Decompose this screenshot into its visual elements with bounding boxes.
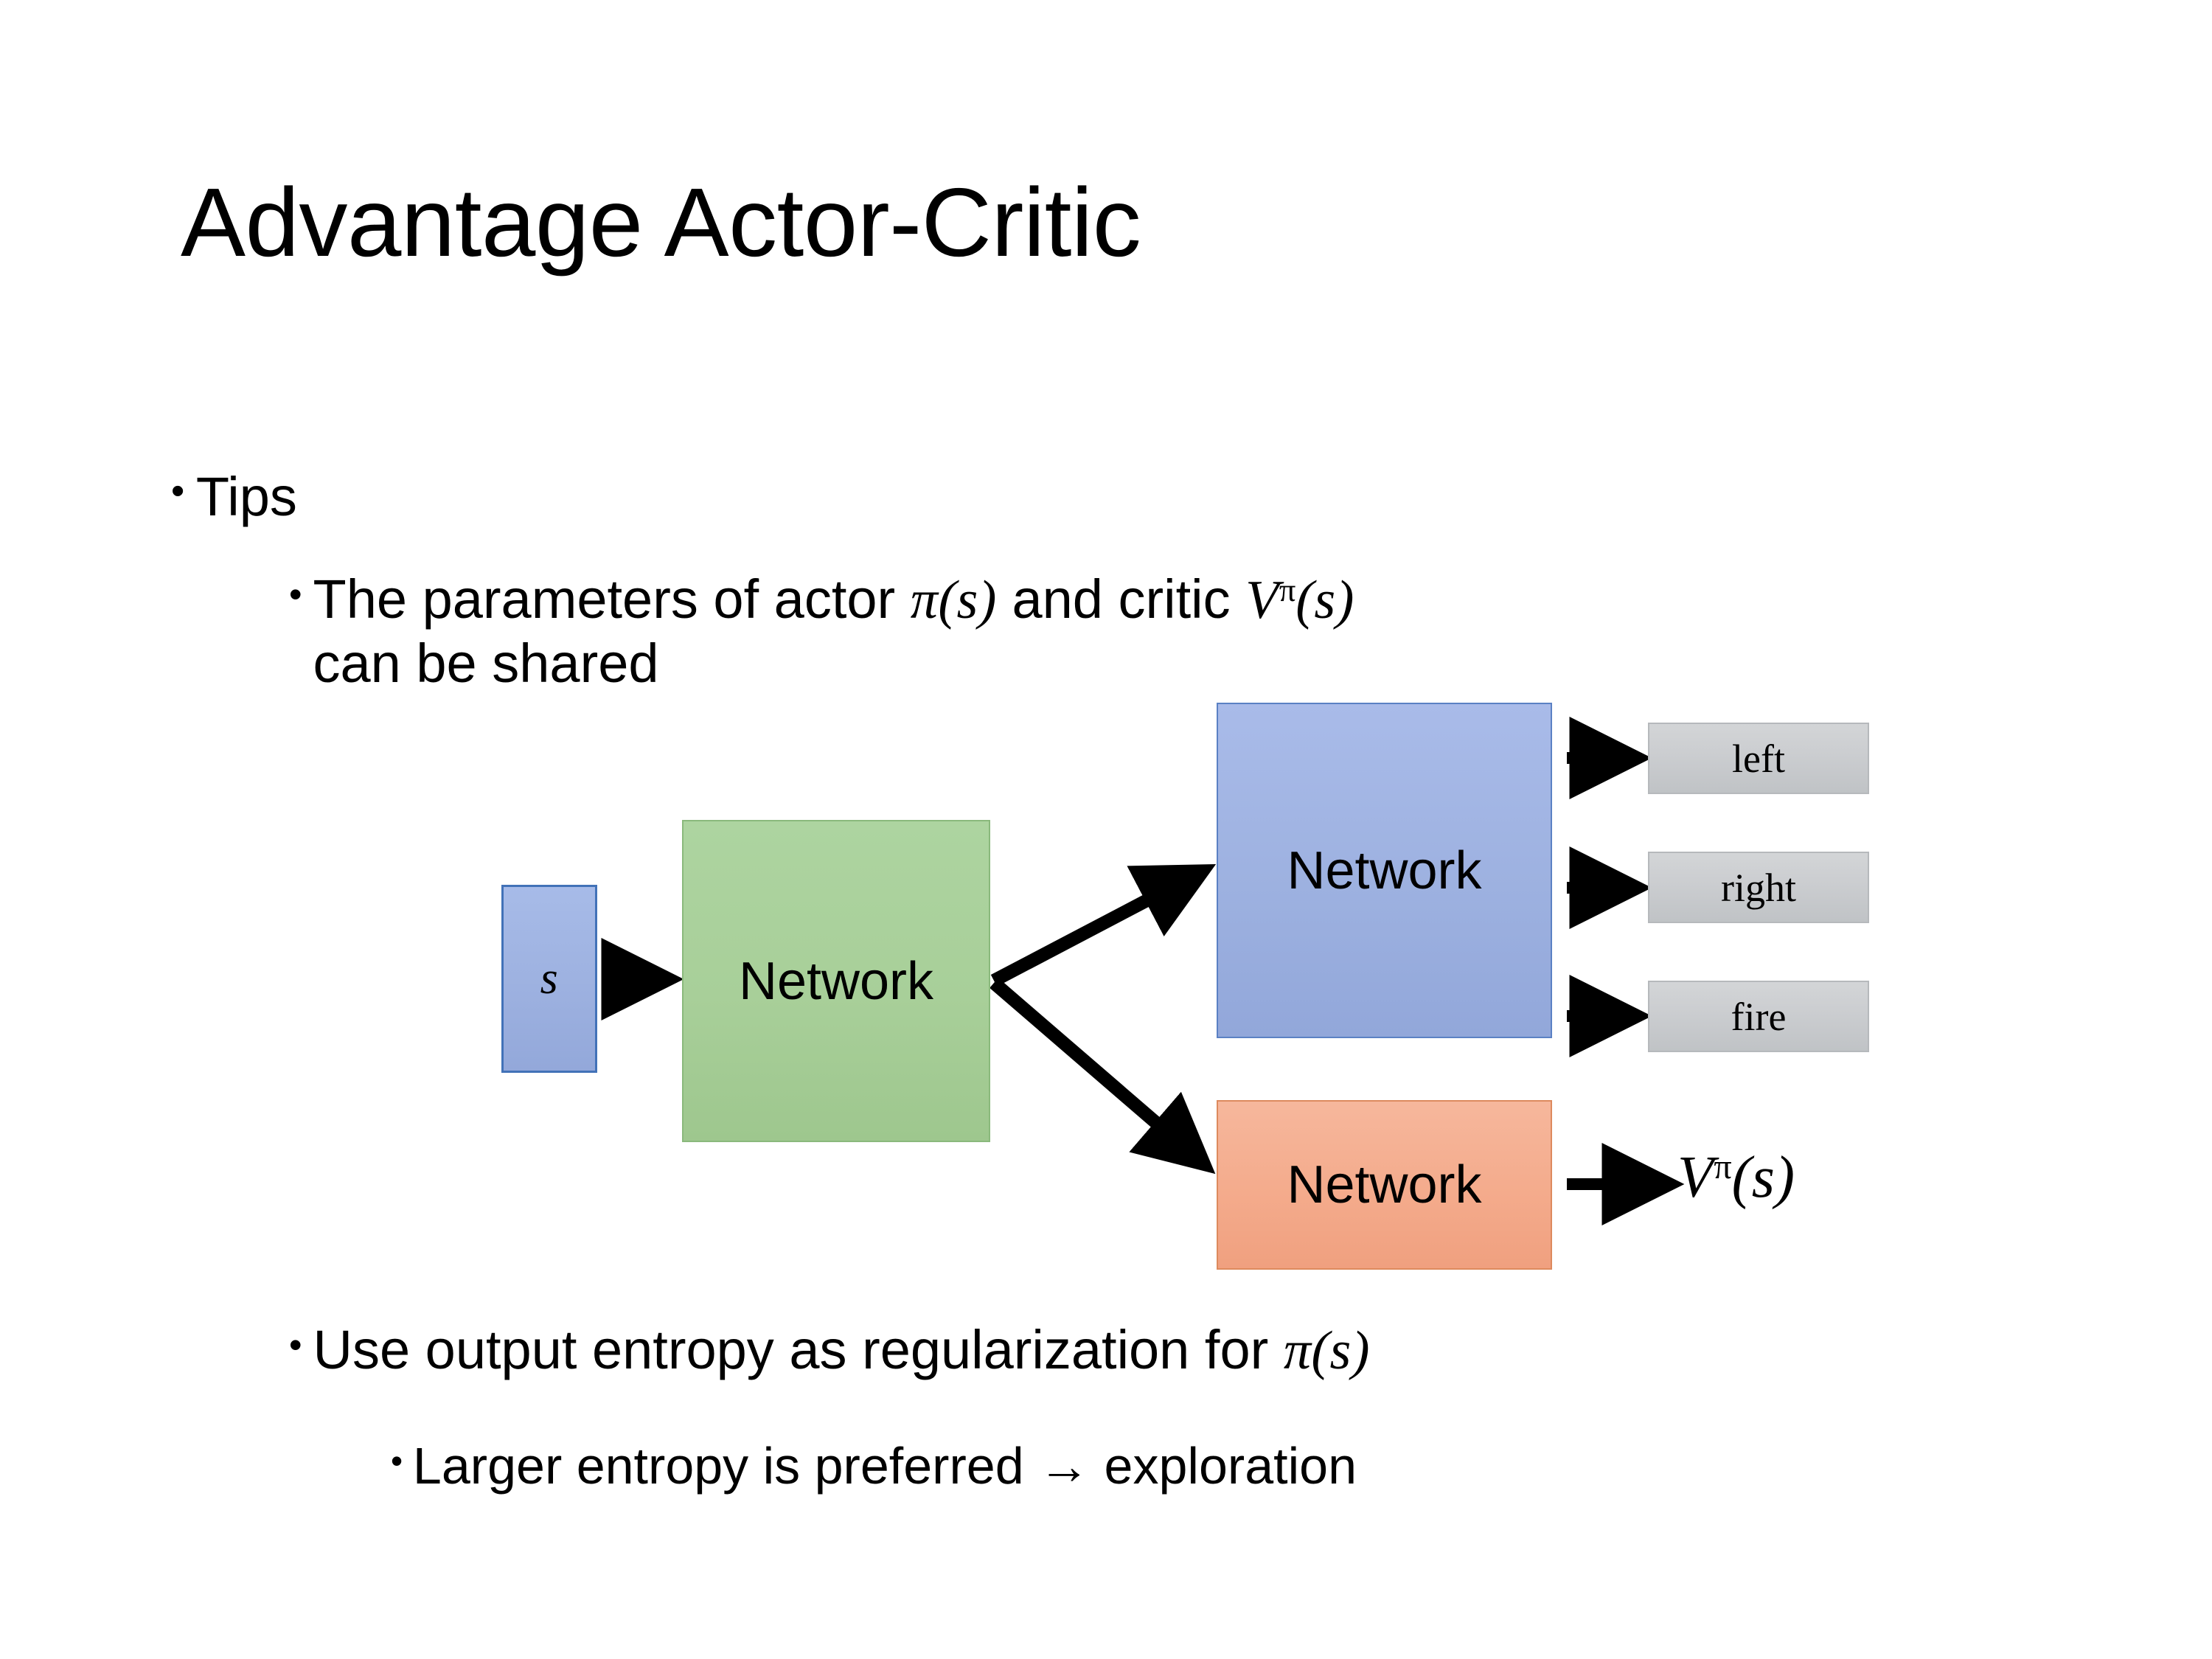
bullet-tips-label: Tips: [195, 466, 297, 527]
critic-output-arg: (s): [1731, 1145, 1795, 1210]
input-state-label: s: [540, 953, 559, 1004]
bullet-entropy-regularization: • Use output entropy as regularization f…: [289, 1318, 2059, 1382]
entropy-prefix: Use output entropy as regularization for: [313, 1319, 1284, 1380]
diagram-node-actor-network: Network: [1217, 703, 1552, 1038]
diagram-node-input-state: s: [501, 885, 597, 1073]
bullet-shared-parameters-text: The parameters of actor π(s) and critic …: [313, 568, 1354, 695]
page-title: Advantage Actor-Critic: [181, 168, 1141, 276]
critic-superscript: π: [1279, 571, 1296, 608]
diagram-arrows: [601, 717, 1685, 1225]
math-critic-output: Vπ(s): [1677, 1145, 1795, 1210]
critic-output-value: Vπ(s): [1677, 1143, 1795, 1211]
critic-base: V: [1245, 570, 1279, 630]
bullet-marker: •: [391, 1441, 403, 1481]
action-label: fire: [1731, 994, 1787, 1039]
actor-network-label: Network: [1287, 841, 1482, 900]
diagram-node-shared-network: Network: [682, 820, 990, 1142]
bullet-marker: •: [289, 574, 302, 615]
action-output-fire: fire: [1648, 981, 1869, 1052]
bullet-marker: •: [289, 1324, 302, 1366]
arrow-shared-to-critic: [990, 978, 1216, 1175]
shared-params-prefix: The parameters of actor: [313, 568, 911, 630]
bullet-larger-entropy-label: Larger entropy is preferred → exploratio…: [412, 1437, 1357, 1495]
shared-params-line2: can be shared: [313, 633, 659, 695]
bullet-tips: • Tips: [171, 465, 297, 529]
action-label: left: [1732, 736, 1785, 781]
bullet-entropy-text: Use output entropy as regularization for…: [313, 1318, 1370, 1382]
critic-output-superscript: π: [1714, 1147, 1732, 1187]
diagram-node-critic-network: Network: [1217, 1100, 1552, 1270]
action-output-left: left: [1648, 723, 1869, 794]
shared-params-middle: and critic: [996, 568, 1246, 630]
actor-critic-diagram: s Network Network Network left right fir…: [0, 664, 2212, 1327]
math-actor-policy: π(s): [1283, 1321, 1370, 1381]
shared-network-label: Network: [738, 951, 934, 1011]
arrow-shared-to-actor: [990, 863, 1217, 987]
critic-output-base: V: [1677, 1145, 1714, 1210]
bullet-marker: •: [171, 470, 185, 513]
bullet-larger-entropy: • Larger entropy is preferred → explorat…: [391, 1436, 2087, 1496]
action-output-right: right: [1648, 852, 1869, 923]
math-actor-policy: π(s): [910, 570, 997, 630]
action-label: right: [1721, 865, 1796, 910]
critic-arg: (s): [1295, 570, 1354, 630]
bullet-shared-parameters: • The parameters of actor π(s) and criti…: [289, 568, 2073, 695]
math-critic-value: Vπ(s): [1245, 570, 1354, 630]
critic-network-label: Network: [1287, 1155, 1482, 1214]
